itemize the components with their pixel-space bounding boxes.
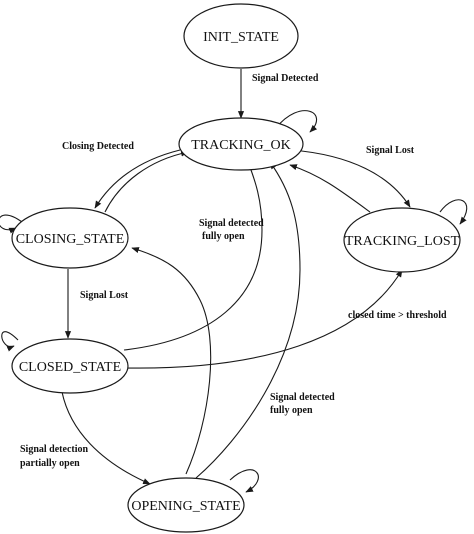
label-signal-detected: Signal Detected bbox=[252, 73, 319, 84]
edge-closed-to-tracking bbox=[123, 161, 263, 351]
state-closing: CLOSING_STATE bbox=[11, 207, 129, 269]
self-loop-tracking-ok bbox=[275, 110, 318, 133]
state-init: INIT_STATE bbox=[183, 3, 299, 69]
transition-labels: Signal Detected Closing Detected Signal … bbox=[20, 73, 447, 469]
state-opening-label: OPENING_STATE bbox=[131, 499, 240, 514]
label-partial-line1: Signal detection bbox=[20, 444, 88, 455]
state-tracking-ok: TRACKING_OK bbox=[178, 117, 304, 171]
label-fully-open-1-line1: Signal detected bbox=[199, 218, 264, 229]
edge-opening-to-closing bbox=[131, 247, 212, 475]
transitions bbox=[0, 69, 468, 493]
state-tracking-ok-label: TRACKING_OK bbox=[191, 138, 291, 153]
edge-tracking-to-closing bbox=[94, 149, 181, 209]
label-fully-open-1-line2: fully open bbox=[202, 231, 245, 242]
state-closed-label: CLOSED_STATE bbox=[19, 360, 121, 375]
self-loop-opening bbox=[229, 469, 259, 493]
state-tracking-lost: TRACKING_LOST bbox=[343, 207, 461, 273]
state-tracking-lost-label: TRACKING_LOST bbox=[345, 234, 460, 249]
edge-tracking-to-lost bbox=[291, 149, 411, 208]
state-closed: CLOSED_STATE bbox=[11, 338, 129, 394]
label-signal-lost-left: Signal Lost bbox=[80, 290, 129, 301]
state-opening: OPENING_STATE bbox=[127, 477, 245, 533]
edge-lost-to-tracking bbox=[289, 164, 371, 213]
label-signal-lost-right: Signal Lost bbox=[366, 145, 415, 156]
label-fully-open-2-line2: fully open bbox=[270, 405, 313, 416]
self-loop-closing bbox=[0, 214, 23, 234]
self-loop-closed bbox=[1, 331, 19, 352]
label-closed-time-threshold: closed time > threshold bbox=[348, 310, 447, 321]
state-init-label: INIT_STATE bbox=[203, 30, 279, 45]
label-fully-open-2-line1: Signal detected bbox=[270, 392, 335, 403]
self-loop-tracking-lost bbox=[439, 199, 468, 225]
state-closing-label: CLOSING_STATE bbox=[16, 232, 125, 247]
label-partial-line2: partially open bbox=[20, 458, 80, 469]
edge-closed-to-lost bbox=[125, 269, 403, 369]
edge-opening-to-tracking bbox=[195, 161, 301, 479]
edge-closed-to-opening bbox=[61, 391, 151, 485]
label-closing-detected: Closing Detected bbox=[62, 141, 134, 152]
edge-closing-to-tracking bbox=[104, 150, 189, 213]
